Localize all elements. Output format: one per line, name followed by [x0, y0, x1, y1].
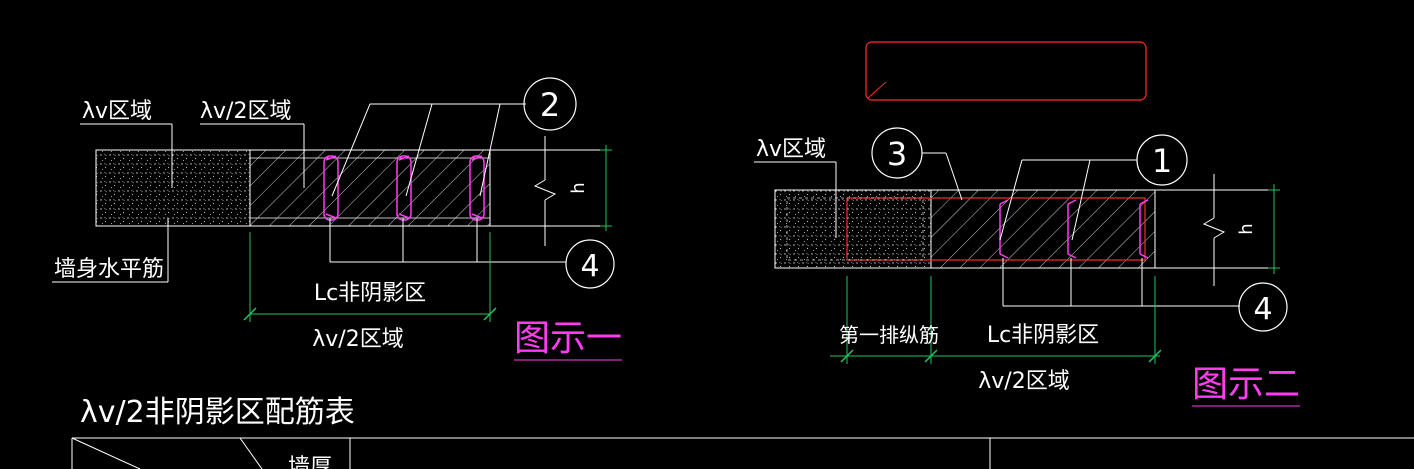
lv-zone-label: λv区域	[756, 137, 826, 162]
figure-two: 3 1 4 h λv区域 第一排纵筋	[754, 41, 1300, 407]
table-header-wall-thickness: 墙厚	[288, 455, 332, 469]
tie-bar	[999, 199, 1009, 259]
h-label: h	[568, 182, 589, 193]
reinforcement-table: λv/2非阴影区配筋表 墙厚	[71, 395, 1414, 469]
figure-one-caption: 图示一	[514, 318, 622, 359]
callout-4-text: 4	[1253, 292, 1272, 327]
callout-circle-4	[565, 239, 615, 289]
callout-2-text: 2	[540, 86, 560, 124]
tie-bar	[1139, 199, 1149, 259]
lc-label: Lc非阴影区	[987, 323, 1099, 348]
lv2-zone-hatch	[249, 149, 491, 227]
tie-bar	[396, 155, 412, 221]
first-row-bars-label: 第一排纵筋	[839, 323, 939, 347]
callout-4-text: 4	[580, 249, 599, 284]
callout-1-text: 1	[1152, 142, 1172, 180]
tie-bar	[323, 155, 339, 221]
tie-bar	[1067, 199, 1077, 259]
callout-circle-4	[1238, 282, 1288, 332]
lv2-dimension-label: λv/2区域	[978, 369, 1069, 394]
lv-zone-concrete	[774, 189, 932, 269]
wall-horizontal-bar-label: 墙身水平筋	[54, 257, 164, 282]
lc-label: Lc非阴影区	[314, 281, 426, 306]
figure-one: 2 4 h λv区域 λv/2区域 墙身水平筋 Lc非阴影区 λv/2区	[52, 77, 622, 361]
lv-zone-label: λv区域	[82, 99, 152, 124]
lv2-zone-hatch	[930, 189, 1156, 269]
h-label: h	[1236, 223, 1257, 234]
table-title: λv/2非阴影区配筋表	[80, 395, 355, 430]
figure-two-caption: 图示二	[1192, 364, 1300, 405]
callout-3-text: 3	[887, 135, 907, 173]
callout-circle-2	[523, 77, 577, 131]
red-annotation-box	[865, 41, 1147, 101]
lv-zone-concrete	[95, 149, 251, 227]
lv2-zone-label: λv/2区域	[200, 99, 291, 124]
lv2-dimension-label: λv/2区域	[312, 327, 403, 352]
red-rebar-outline	[846, 197, 1146, 261]
